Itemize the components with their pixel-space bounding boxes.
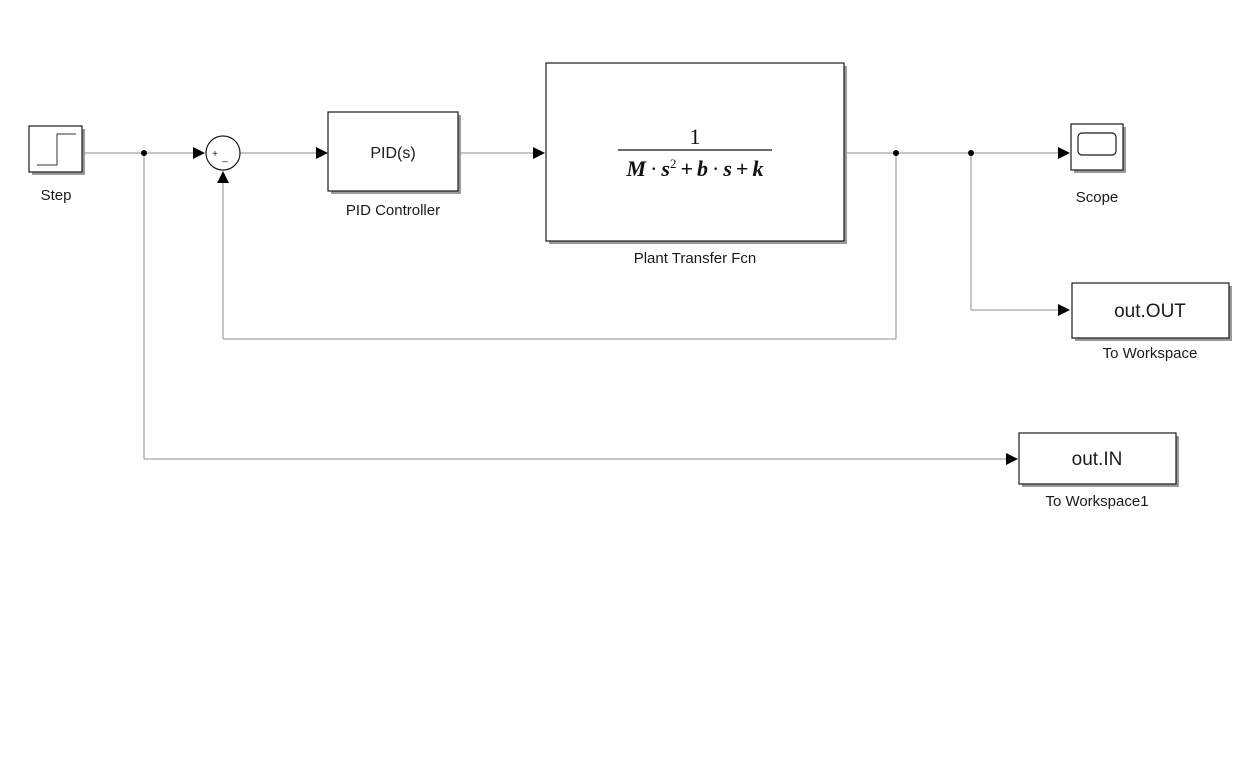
transfer-fcn-numerator: 1 — [690, 124, 701, 149]
branch-point-workspace — [968, 150, 974, 156]
to-workspace-block[interactable]: out.OUT To Workspace — [1071, 282, 1232, 362]
to-workspace1-block[interactable]: out.IN To Workspace1 — [1018, 432, 1179, 510]
step-label: Step — [41, 187, 72, 204]
arrowhead-sum-input — [193, 147, 205, 159]
arrowhead-pid-input — [316, 147, 328, 159]
arrowhead-plant-input — [533, 147, 545, 159]
step-icon — [37, 133, 76, 166]
scope-screen-icon — [1077, 132, 1117, 156]
arrowhead-scope-input — [1058, 147, 1070, 159]
signal-lines — [85, 152, 1058, 460]
scope-block[interactable]: Scope — [1070, 123, 1126, 206]
sum-block[interactable]: + _ — [205, 135, 241, 171]
step-block[interactable]: Step — [28, 125, 85, 204]
branch-point-step — [141, 150, 147, 156]
transfer-fcn-denominator: M·s2+b·s+k — [626, 156, 764, 181]
branch-points — [141, 150, 974, 156]
pid-controller-label: PID Controller — [346, 202, 440, 219]
to-workspace1-variable: out.IN — [1072, 449, 1123, 470]
branch-point-feedback — [893, 150, 899, 156]
sum-plus-sign: + — [212, 149, 218, 160]
arrowhead-sum-feedback — [217, 171, 229, 183]
pid-controller-block[interactable]: PID(s) PID Controller — [327, 111, 461, 219]
to-workspace-variable: out.OUT — [1114, 301, 1186, 322]
arrowhead-workspace-input — [1058, 304, 1070, 316]
to-workspace1-label: To Workspace1 — [1045, 493, 1148, 510]
pid-block-text: PID(s) — [370, 145, 415, 162]
plant-transfer-fcn-label: Plant Transfer Fcn — [634, 250, 757, 267]
plant-transfer-fcn-block[interactable]: 1 M·s2+b·s+k Plant Transfer Fcn — [545, 62, 847, 267]
to-workspace-label: To Workspace — [1103, 345, 1198, 362]
arrowhead-workspace1-input — [1006, 453, 1018, 465]
scope-label: Scope — [1076, 189, 1119, 206]
arrowheads — [193, 147, 1070, 465]
sum-minus-sign: _ — [221, 152, 228, 163]
